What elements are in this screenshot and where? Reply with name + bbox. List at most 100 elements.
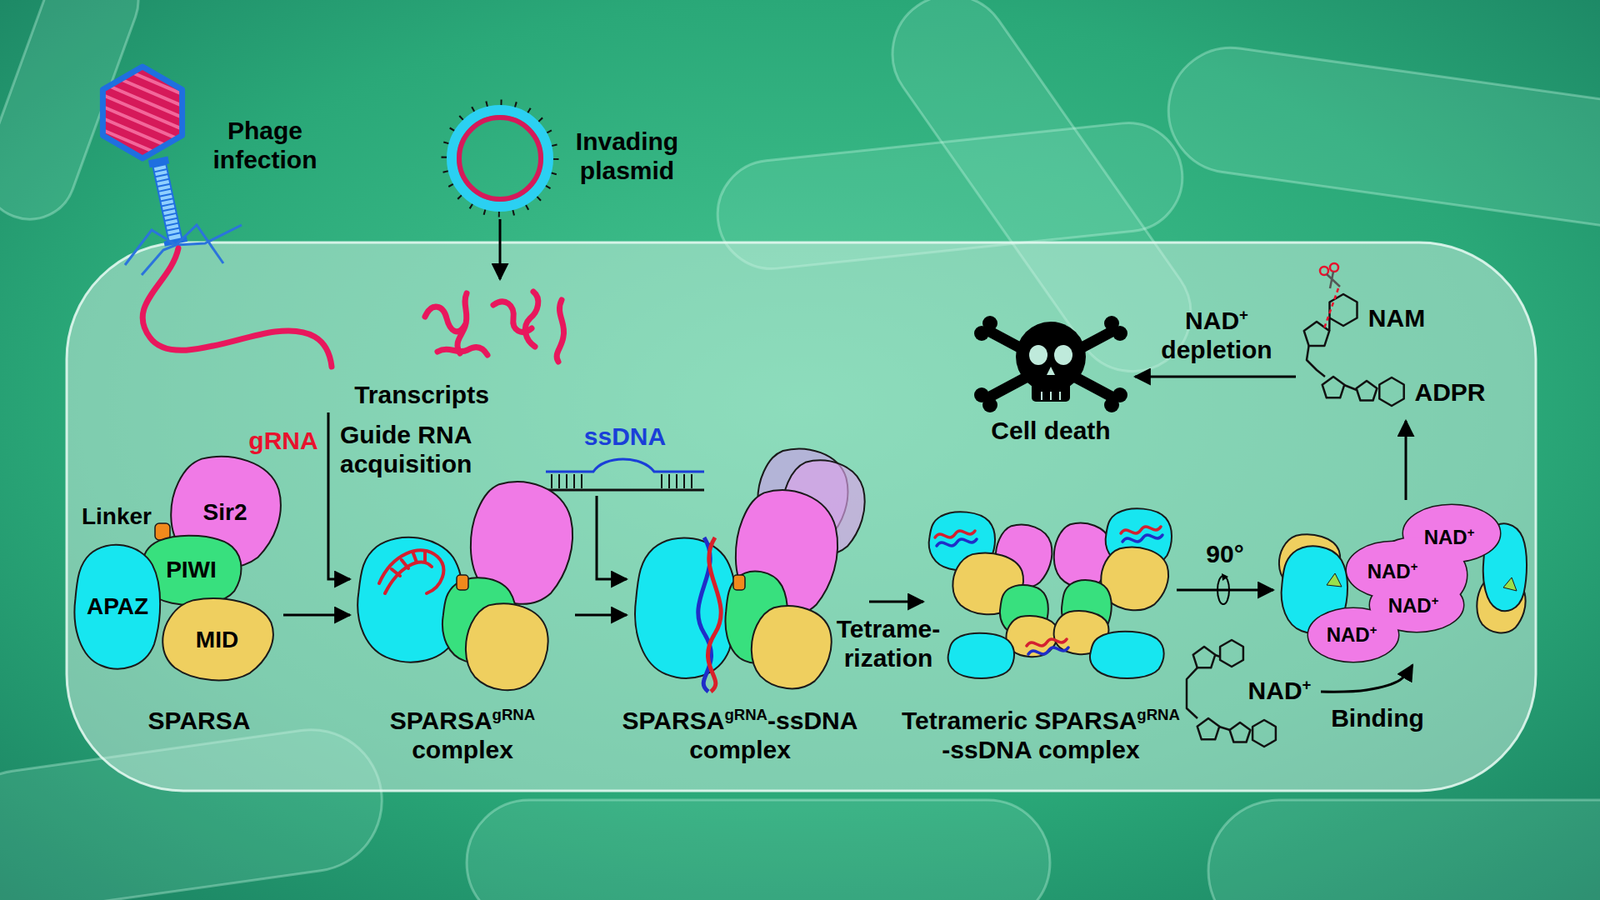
label-slot: Binding bbox=[1327, 704, 1428, 734]
superscript: gRNA bbox=[1136, 705, 1180, 724]
plasmid-icon: Invading plasmid bbox=[441, 95, 692, 220]
skull bbox=[982, 315, 998, 331]
ssdna-target: ssDNA bbox=[541, 420, 709, 496]
tetramer-side-illustration bbox=[1326, 573, 1342, 587]
label-slot: Invading plasmid bbox=[566, 127, 688, 185]
tetramer-side-view: NAD+NAD+NAD+NAD+ bbox=[1273, 500, 1530, 665]
skull bbox=[1029, 345, 1073, 375]
phage bbox=[142, 248, 332, 367]
edge-label: Tetrame- rization bbox=[830, 615, 947, 673]
superscript: gRNA bbox=[492, 705, 536, 724]
product-structures bbox=[1322, 376, 1345, 398]
label-slot: ssDNA bbox=[583, 422, 667, 452]
skull bbox=[1104, 397, 1120, 413]
transcript-fragments bbox=[556, 300, 565, 362]
tetramer-illustration bbox=[935, 530, 975, 538]
transcript-fragments bbox=[457, 293, 467, 354]
ssdna-duplex bbox=[545, 489, 705, 492]
domain-fill bbox=[74, 545, 160, 670]
cell-death-icon: Cell death bbox=[966, 312, 1135, 450]
node-label: NAM bbox=[1359, 304, 1435, 334]
node-label: NAD+ bbox=[1318, 623, 1385, 647]
phage bbox=[125, 225, 242, 275]
arrow-connector bbox=[869, 600, 924, 604]
ssdna-duplex bbox=[545, 459, 705, 490]
rotation-symbol bbox=[1217, 573, 1230, 605]
tetramer-side-illustration bbox=[1503, 577, 1517, 591]
tetramer-illustration bbox=[1090, 631, 1165, 679]
plasmid bbox=[445, 103, 555, 214]
ssdna-duplex bbox=[545, 459, 705, 472]
rotation-symbol bbox=[1221, 573, 1229, 581]
tetramer-side-illustration bbox=[1308, 608, 1399, 662]
label-slot: NAD+ depletion bbox=[1154, 306, 1280, 365]
superscript: + bbox=[1410, 560, 1419, 574]
sparsa-grna-ssdna-illustration bbox=[707, 537, 721, 692]
transcript-fragments bbox=[425, 306, 465, 332]
node-label: NAD+ bbox=[1380, 594, 1447, 618]
superscript: gRNA bbox=[724, 705, 768, 724]
tetramer-illustration bbox=[948, 633, 1015, 679]
mid-domain: MID bbox=[158, 596, 276, 684]
tetramer-side-illustration bbox=[1279, 505, 1527, 662]
nad-structure bbox=[1252, 720, 1276, 747]
label-slot: NAD+ bbox=[1380, 594, 1447, 618]
label-slot: NAD+ bbox=[1359, 560, 1426, 584]
sparsa-grna-complex: SPARSAgRNA complex bbox=[350, 470, 575, 700]
sparsa-grna-ssdna-illustration bbox=[751, 605, 832, 689]
background bbox=[1160, 40, 1600, 236]
tetramer-complex: Tetrameric SPARSAgRNA -ssDNA complex bbox=[923, 500, 1177, 684]
label-slot: NAM bbox=[1359, 304, 1435, 334]
phage bbox=[102, 66, 182, 159]
node-label: Cell death bbox=[980, 416, 1122, 446]
domain-label: Sir2 bbox=[203, 499, 248, 526]
phage bbox=[146, 155, 188, 247]
phage bbox=[154, 169, 181, 236]
product-structures bbox=[1379, 377, 1404, 406]
label-slot: 90° bbox=[1195, 540, 1255, 570]
sparsa-grna-ssdna-illustration bbox=[733, 575, 745, 590]
tetramer-side-illustration bbox=[1308, 608, 1399, 662]
skull bbox=[974, 315, 1128, 413]
tetramer-illustration bbox=[1120, 526, 1161, 534]
sparsa-grna-illustration bbox=[357, 481, 573, 690]
ssdna-duplex bbox=[551, 474, 692, 489]
tetramer-illustration bbox=[935, 526, 1163, 655]
arrow-connector bbox=[1176, 589, 1274, 592]
sparsa-grna-illustration bbox=[379, 550, 444, 594]
domain-label: MID bbox=[195, 626, 239, 654]
nad-molecule: NAD+ bbox=[1170, 637, 1321, 759]
tetramer-illustration bbox=[936, 539, 977, 546]
scissors bbox=[1320, 263, 1340, 329]
node-label: Tetrameric SPARSAgRNA -ssDNA complex bbox=[895, 706, 1187, 765]
node-label: NAD+ bbox=[1244, 676, 1315, 706]
label-slot: ADPR bbox=[1404, 378, 1496, 408]
scissors bbox=[1324, 288, 1339, 329]
phage bbox=[83, 51, 200, 195]
plasmid bbox=[451, 110, 549, 207]
skull bbox=[1046, 366, 1055, 375]
tetramer-illustration bbox=[1026, 639, 1067, 646]
label-slot: SPARSAgRNA complex bbox=[379, 706, 546, 765]
background bbox=[466, 800, 1050, 900]
transcript-fragments bbox=[437, 347, 488, 355]
free-label: gRNA bbox=[245, 426, 321, 456]
edge-label: Binding bbox=[1327, 704, 1428, 734]
nad-structure bbox=[1197, 718, 1220, 740]
superscript: + bbox=[1431, 594, 1440, 608]
arrow-connector bbox=[499, 219, 502, 280]
tetramer-illustration bbox=[1122, 535, 1163, 542]
label-slot: Transcripts bbox=[346, 380, 497, 410]
product-structures bbox=[1356, 380, 1378, 401]
tetramer-side-illustration bbox=[1308, 505, 1500, 662]
node-label: NAD+ bbox=[1359, 560, 1426, 584]
skull bbox=[982, 397, 998, 413]
phage bbox=[83, 51, 332, 367]
sparsa-grna-illustration bbox=[465, 603, 549, 690]
arrow-connector bbox=[596, 495, 627, 580]
node-label: Phage infection bbox=[202, 116, 328, 175]
arrow-connector bbox=[575, 614, 627, 617]
node-label: SPARSA bbox=[115, 706, 283, 736]
